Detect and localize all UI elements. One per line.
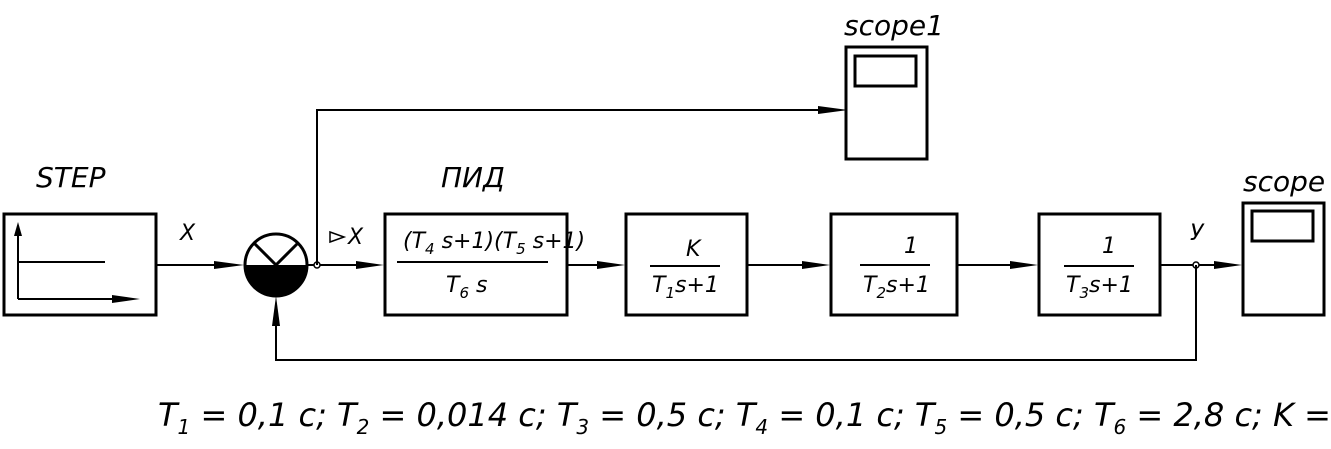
signal-x-out-label: X — [347, 225, 364, 250]
parameters-text: T1 = 0,1 с; T2 = 0,014 с; T3 = 0,5 с; T4… — [158, 396, 1331, 439]
arrow-into-sum-icon — [214, 261, 244, 269]
arrow-into-scope-icon — [1214, 261, 1242, 269]
lag2-denominator: T2s+1 — [863, 273, 930, 302]
lag3-block[interactable]: 1 T3s+1 — [1037, 212, 1162, 317]
signal-x-marker-icon — [329, 230, 347, 244]
step-block[interactable] — [2, 212, 158, 317]
arrow-into-lag3-icon — [1010, 261, 1038, 269]
pid-numerator: (T4 s+1)(T5 s+1) — [403, 229, 585, 258]
gain-numerator: K — [686, 237, 702, 262]
arrow-feedback-icon — [272, 296, 280, 326]
step-axis-y-arrow-icon — [14, 222, 22, 236]
scope1-screen — [853, 54, 918, 88]
arrow-into-gain-icon — [597, 261, 625, 269]
pid-block[interactable]: (T4 s+1)(T5 s+1) T6 s — [383, 212, 585, 317]
lag2-block[interactable]: 1 T2s+1 — [829, 212, 959, 317]
step-axis-x-arrow-icon — [112, 295, 140, 303]
wire-feedback — [275, 265, 1197, 361]
signal-y-label: У — [1190, 221, 1205, 246]
pid-denominator: T6 s — [446, 273, 487, 302]
signal-x-in-label: X — [179, 221, 196, 246]
arrow-into-scope1-icon — [818, 106, 848, 114]
scope-label: scope — [1243, 165, 1325, 198]
scope-screen — [1250, 209, 1315, 243]
arrow-into-pid-icon — [356, 261, 384, 269]
lag3-denominator: T3s+1 — [1066, 273, 1133, 302]
lag3-numerator: 1 — [1102, 234, 1116, 259]
step-label: STEP — [36, 161, 106, 194]
gain-block[interactable]: K T1s+1 — [624, 212, 749, 317]
scope1-block[interactable] — [844, 45, 929, 161]
gain-denominator: T1s+1 — [652, 273, 719, 302]
scope1-label: scope1 — [844, 9, 944, 42]
summing-junction[interactable] — [243, 232, 309, 298]
arrow-into-lag2-icon — [802, 261, 830, 269]
scope-block[interactable] — [1241, 201, 1326, 317]
wire-to-scope1 — [316, 109, 836, 265]
lag2-numerator: 1 — [904, 234, 918, 259]
pid-label: ПИД — [441, 161, 505, 194]
